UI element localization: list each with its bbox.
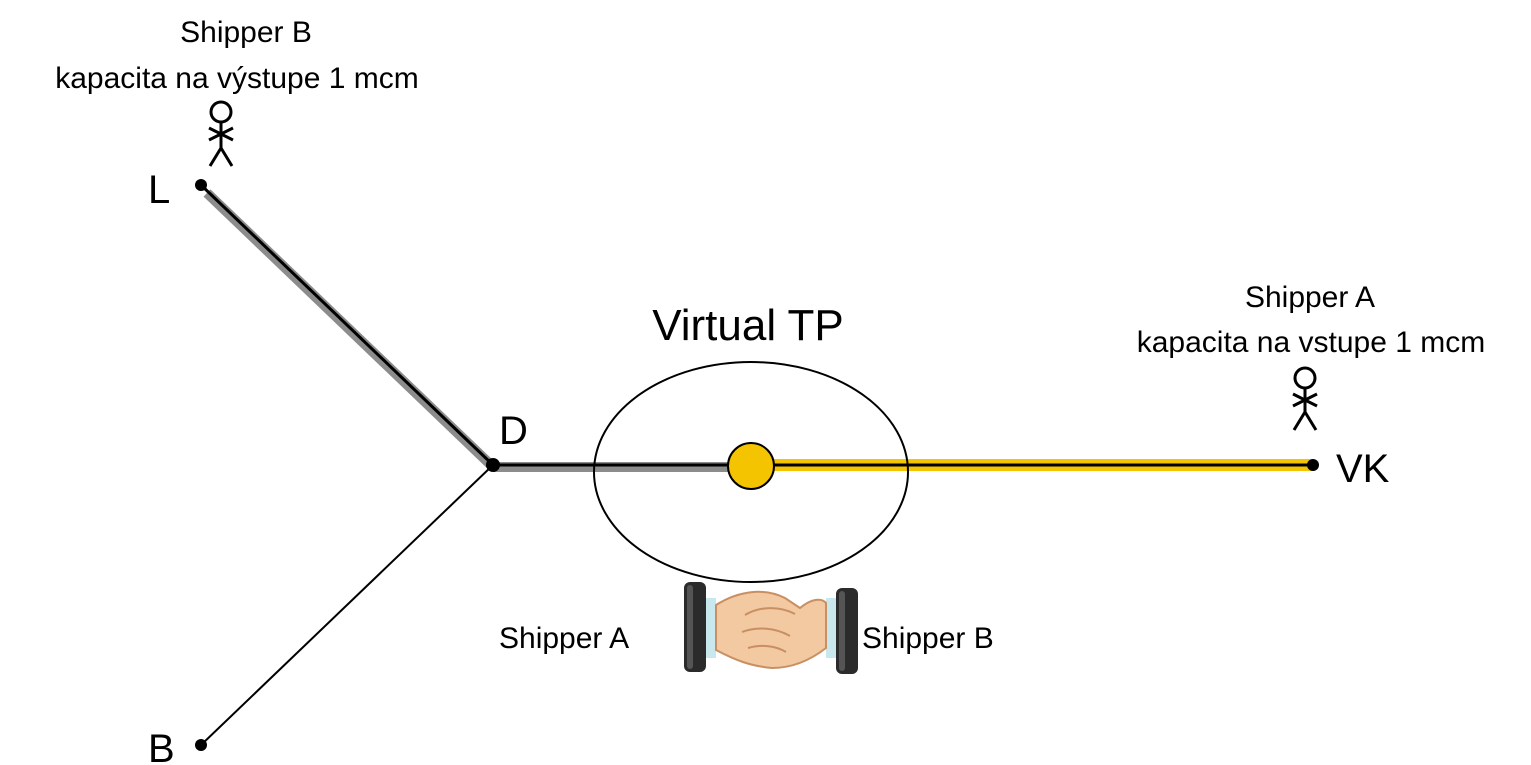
shipper-b-capacity: kapacita na výstupe 1 mcm: [55, 62, 419, 95]
node-vk-dot: [1307, 459, 1319, 471]
handshake-right-label: Shipper B: [862, 622, 994, 655]
node-d-label: D: [499, 409, 528, 453]
virtual-tp-point: [727, 442, 775, 490]
node-b-label: B: [148, 727, 175, 765]
shipper-a-name: Shipper A: [1245, 281, 1375, 314]
virtual-tp-ellipse: [593, 361, 909, 583]
person-icon: [208, 100, 234, 167]
node-b-dot: [195, 739, 207, 751]
virtual-tp-label: Virtual TP: [652, 301, 844, 350]
node-l-label: L: [148, 168, 170, 212]
node-d-dot: [486, 458, 500, 472]
handshake-left-label: Shipper A: [499, 622, 629, 655]
pipeline-d-b: [200, 464, 494, 746]
node-l-dot: [195, 179, 207, 191]
shipper-a-capacity: kapacita na vstupe 1 mcm: [1137, 326, 1486, 359]
node-vk-label: VK: [1336, 447, 1390, 491]
person-icon: [1292, 366, 1318, 431]
pipeline-l-d: [199, 183, 495, 467]
shipper-b-name: Shipper B: [180, 16, 312, 49]
handshake-icon: [684, 582, 858, 674]
